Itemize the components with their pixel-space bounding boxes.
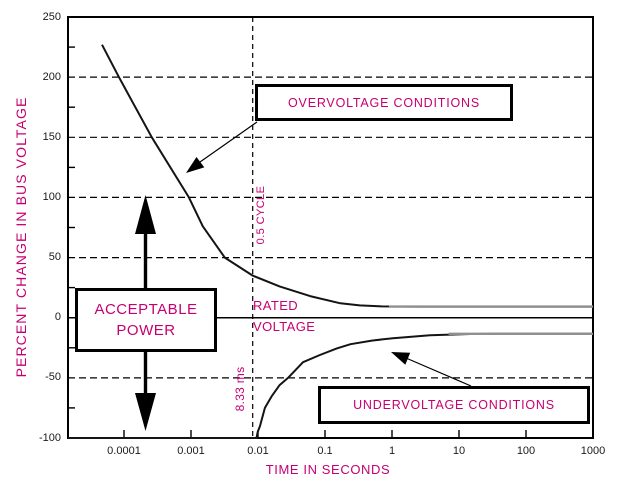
undervoltage-conditions-label: UNDERVOLTAGE CONDITIONS <box>353 398 555 412</box>
overvoltage-conditions-box: OVERVOLTAGE CONDITIONS <box>255 84 513 121</box>
x-tick-label: 10 <box>452 445 466 457</box>
y-tick-label: 250 <box>42 10 61 23</box>
rated-voltage-line2: VOLTAGE <box>253 319 316 334</box>
y-tick-label: 0 <box>54 311 61 324</box>
acceptable-range-up-arrow <box>135 195 156 289</box>
acceptable-power-line1: ACCEPTABLE <box>94 301 198 318</box>
x-tick-label: 0.001 <box>177 445 205 457</box>
x-tick-label: 0.0001 <box>107 445 141 457</box>
acceptable-power-line2: POWER <box>116 322 176 339</box>
half-cycle-label: 0.5 CYCLE <box>255 185 267 245</box>
acceptable-range-down-arrow <box>135 352 156 431</box>
y-tick-label: -100 <box>38 431 61 444</box>
overvoltage-limit-curve <box>101 44 593 308</box>
y-tick-label: -50 <box>45 371 61 384</box>
x-axis-title: TIME IN SECONDS <box>265 462 391 477</box>
undervoltage-conditions-box: UNDERVOLTAGE CONDITIONS <box>318 386 590 424</box>
acceptable-power-box: ACCEPTABLE POWER <box>75 288 217 352</box>
y-tick-label: 50 <box>48 251 61 264</box>
overvoltage-callout-arrow <box>186 121 258 173</box>
x-tick-label: 1000 <box>580 445 606 457</box>
y-tick-label: 200 <box>42 70 61 83</box>
undervoltage-callout-arrow <box>391 352 472 387</box>
x-tick-label: 0.1 <box>317 445 333 457</box>
y-tick-label: 150 <box>42 130 61 143</box>
overvoltage-conditions-label: OVERVOLTAGE CONDITIONS <box>288 95 480 110</box>
x-ticks <box>123 430 594 438</box>
rated-voltage-label: RATED VOLTAGE <box>253 295 315 337</box>
rated-voltage-line1: RATED <box>253 298 299 313</box>
x-tick-label: 0.01 <box>247 445 269 457</box>
ms-8-33-label: 8.33 ms <box>233 366 247 412</box>
x-tick-label: 1 <box>388 445 396 457</box>
y-minor-ticks <box>68 46 75 409</box>
undervoltage-limit-curve <box>68 332 593 439</box>
y-tick-label: 100 <box>42 190 61 203</box>
x-tick-label: 100 <box>516 445 536 457</box>
plot-border <box>67 16 594 439</box>
